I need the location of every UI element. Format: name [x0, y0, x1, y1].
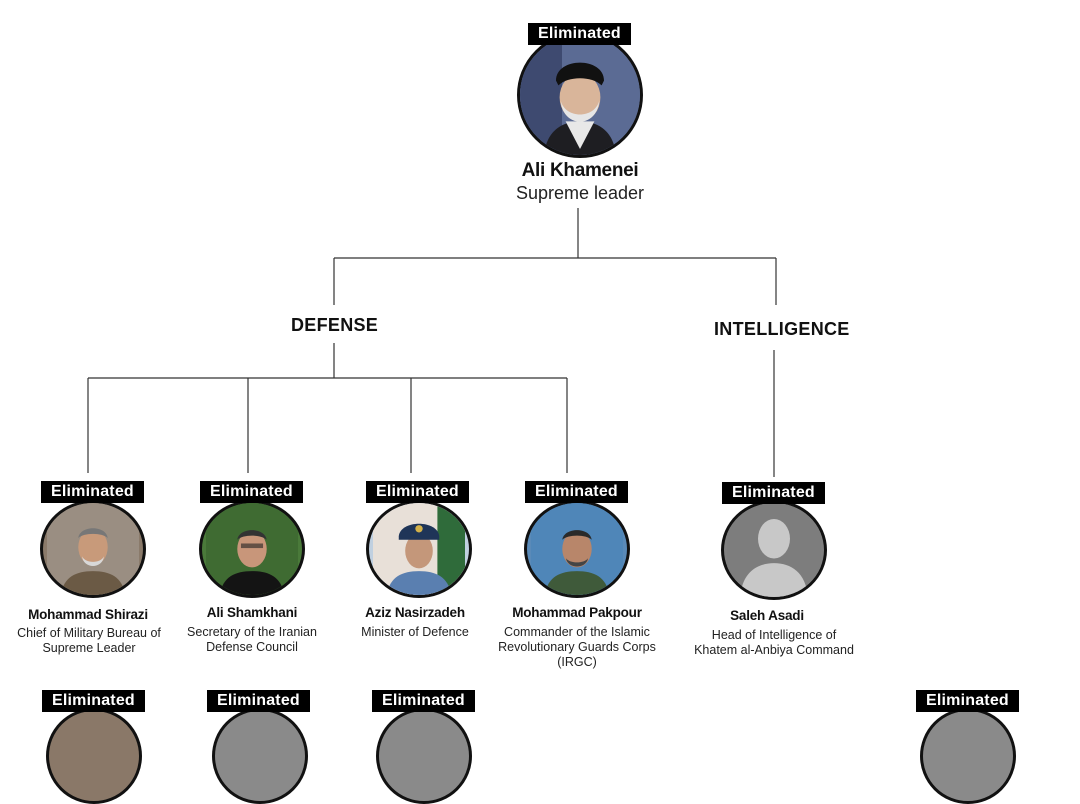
bottom-status-badge-1: Eliminated [42, 690, 145, 712]
pakpour-role: Commander of the Islamic Revolutionary G… [498, 625, 656, 669]
shamkhani-photo [199, 500, 305, 598]
bottom-photo-1 [46, 708, 142, 804]
bottom-photo-4 [920, 708, 1016, 804]
pakpour-name: Mohammad Pakpour [512, 605, 642, 620]
nasirzadeh-name: Aziz Nasirzadeh [365, 605, 465, 620]
leader-role: Supreme leader [515, 183, 645, 203]
section-defense-label: DEFENSE [291, 315, 379, 335]
shamkhani-role: Secretary of the Iranian Defense Council [187, 625, 317, 654]
shirazi-role: Chief of Military Bureau of Supreme Lead… [17, 626, 161, 655]
asadi-photo-placeholder [721, 500, 827, 600]
nasirzadeh-role: Minister of Defence [361, 625, 469, 639]
bottom-status-badge-4: Eliminated [916, 690, 1019, 712]
org-chart-connectors [87, 208, 777, 477]
asadi-role: Head of Intelligence of Khatem al-Anbiya… [694, 628, 854, 657]
asadi-name: Saleh Asadi [730, 608, 804, 623]
leader-status-badge: Eliminated [528, 23, 631, 45]
shirazi-status-badge: Eliminated [41, 481, 144, 503]
pakpour-photo [524, 500, 630, 598]
nasirzadeh-status-badge: Eliminated [366, 481, 469, 503]
bottom-photo-2 [212, 708, 308, 804]
bottom-photo-3 [376, 708, 472, 804]
pakpour-status-badge: Eliminated [525, 481, 628, 503]
bottom-status-badge-2: Eliminated [207, 690, 310, 712]
nasirzadeh-photo [366, 500, 472, 598]
section-intelligence-label: INTELLIGENCE [714, 319, 850, 339]
shamkhani-name: Ali Shamkhani [206, 605, 298, 620]
bottom-status-badge-3: Eliminated [372, 690, 475, 712]
asadi-status-badge: Eliminated [722, 482, 825, 504]
shirazi-name: Mohammad Shirazi [28, 607, 148, 622]
shirazi-photo [40, 500, 146, 598]
shamkhani-status-badge: Eliminated [200, 481, 303, 503]
person-silhouette-icon [727, 503, 821, 597]
leader-photo [517, 32, 643, 158]
leader-name: Ali Khamenei [521, 160, 639, 181]
